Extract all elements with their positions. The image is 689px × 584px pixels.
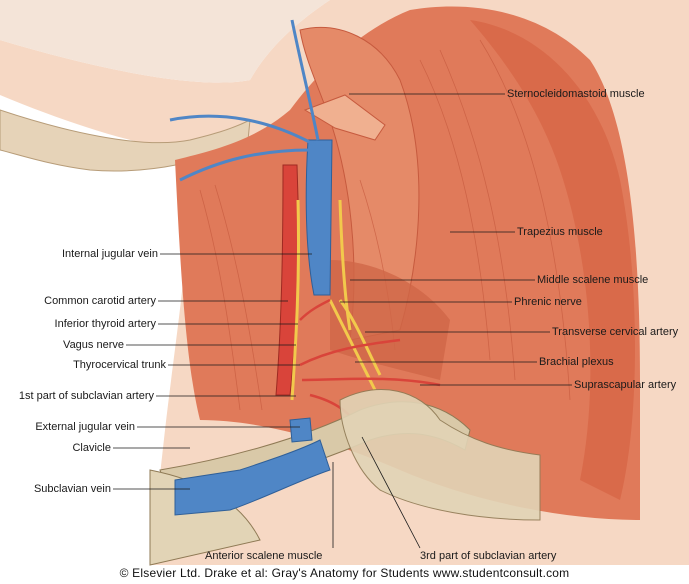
label-clavicle: Clavicle bbox=[72, 442, 111, 454]
label-thyrocervical: Thyrocervical trunk bbox=[73, 359, 166, 371]
subclavian-vein-shape bbox=[174, 439, 331, 516]
label-vagus-nerve: Vagus nerve bbox=[63, 339, 124, 351]
label-internal-jugular: Internal jugular vein bbox=[61, 248, 158, 260]
facial-veins bbox=[169, 19, 320, 182]
label-external-jugular: External jugular vein bbox=[35, 421, 135, 433]
jaw-region bbox=[0, 0, 330, 83]
label-subclavian-3rd: 3rd part of subclavian artery bbox=[420, 550, 557, 562]
scalene-muscles bbox=[330, 260, 450, 380]
label-subclavian-vein: Subclavian vein bbox=[33, 483, 111, 495]
label-common-carotid: Common carotid artery bbox=[44, 295, 156, 307]
label-anterior-scalene: Anterior scalene muscle bbox=[205, 550, 323, 562]
label-phrenic-nerve: Phrenic nerve bbox=[514, 296, 582, 308]
label-brachial-plexus: Brachial plexus bbox=[539, 356, 614, 368]
nerves bbox=[290, 199, 382, 401]
label-subclavian-1st: 1st part of subclavian artery bbox=[18, 390, 154, 402]
label-inferior-thyroid: Inferior thyroid artery bbox=[54, 318, 156, 330]
trapezius-shape bbox=[470, 20, 635, 500]
internal-jugular-vein-shape bbox=[305, 139, 333, 296]
external-jugular-shape bbox=[289, 417, 313, 443]
label-trapezius: Trapezius muscle bbox=[517, 226, 603, 238]
scm-cut-end bbox=[303, 94, 386, 141]
muscle-fibers bbox=[199, 39, 571, 411]
label-sternocleidomastoid: Sternocleidomastoid muscle bbox=[507, 88, 645, 100]
copyright-credit: © Elsevier Ltd. Drake et al: Gray's Anat… bbox=[119, 566, 570, 580]
label-suprascapular: Suprascapular artery bbox=[574, 379, 677, 391]
leader-lines bbox=[113, 93, 572, 549]
label-transverse-cervical: Transverse cervical artery bbox=[552, 326, 679, 338]
label-middle-scalene: Middle scalene muscle bbox=[537, 274, 649, 286]
small-arteries bbox=[299, 298, 441, 431]
acromion-shape bbox=[339, 389, 541, 521]
